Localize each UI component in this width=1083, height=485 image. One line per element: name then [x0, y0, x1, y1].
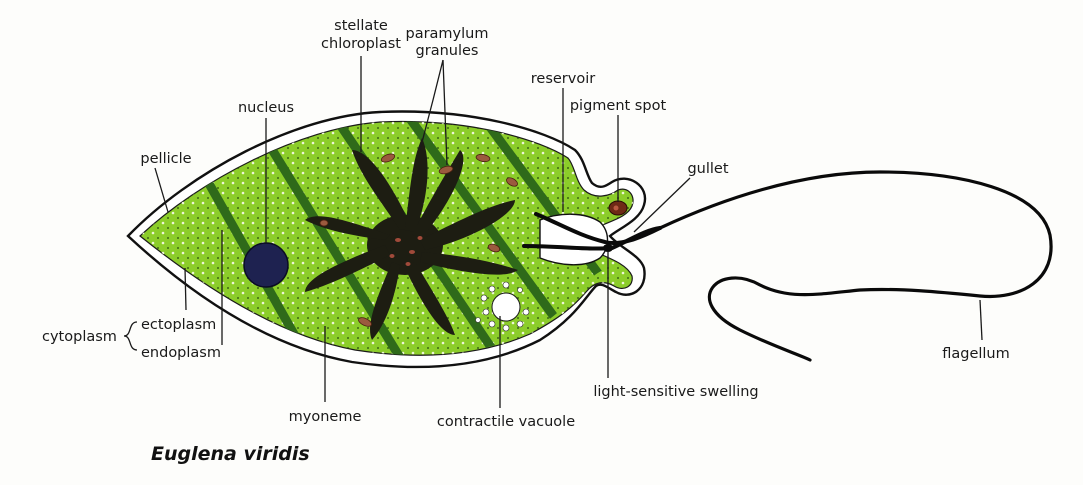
label-cytoplasm: cytoplasm: [42, 329, 117, 345]
label-myoneme: myoneme: [289, 409, 362, 425]
pigment-spot-shape: [609, 201, 627, 215]
label-contractile-vacuole: contractile vacuole: [437, 414, 575, 430]
label-pellicle: pellicle: [140, 151, 191, 167]
label-light-sensitive-swelling: light-sensitive swelling: [593, 384, 758, 400]
label-nucleus: nucleus: [238, 100, 294, 116]
nucleus-shape: [244, 243, 288, 287]
label-gullet: gullet: [687, 161, 728, 177]
label-paramylum-line2: granules: [416, 43, 479, 59]
label-ectoplasm: ectoplasm: [141, 317, 216, 333]
label-paramylum-line1: paramylum: [406, 26, 489, 42]
label-endoplasm: endoplasm: [141, 345, 221, 361]
light-sensitive-swelling-shape: [603, 244, 613, 252]
label-reservoir: reservoir: [531, 71, 595, 87]
label-pigment-spot: pigment spot: [570, 98, 667, 114]
diagram-title: Euglena viridis: [151, 443, 310, 465]
label-stellate-line2: chloroplast: [321, 36, 401, 52]
label-flagellum: flagellum: [942, 346, 1010, 362]
label-stellate-line1: stellate: [334, 18, 388, 34]
